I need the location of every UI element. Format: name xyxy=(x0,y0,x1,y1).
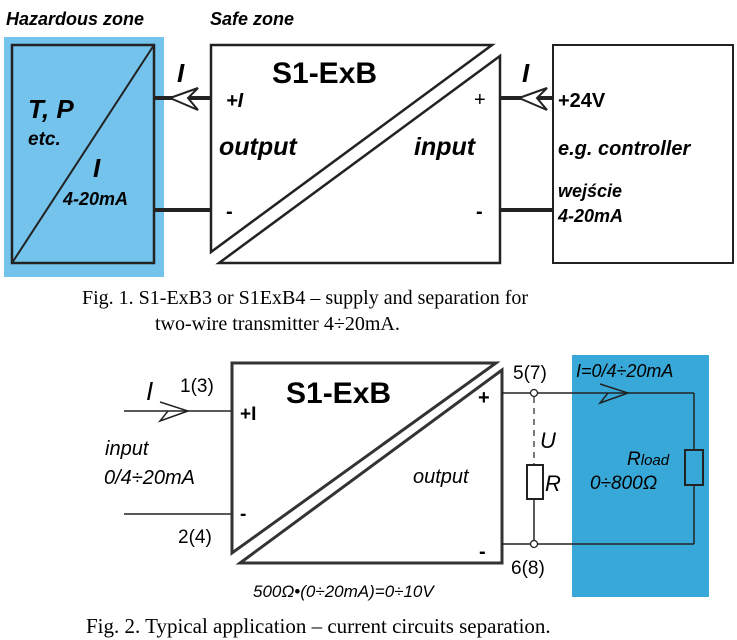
formula: 500Ω•(0÷20mA)=0÷10V xyxy=(253,582,435,601)
terminal-6-8: 6(8) xyxy=(511,558,545,579)
resistor-r-icon xyxy=(526,464,544,500)
s1-exb-box-fig1 xyxy=(209,43,502,265)
safe-zone-label: Safe zone xyxy=(210,9,294,29)
arrow-left-icon xyxy=(167,87,199,111)
sensor-current: I xyxy=(93,153,101,183)
input-label: input xyxy=(105,438,150,460)
plus-i-label: +I xyxy=(226,90,244,112)
output-label-fig2: output xyxy=(413,466,470,488)
figure-1: Hazardous zone Safe zone T, P etc. I 4-2… xyxy=(4,9,734,335)
figure-2: I 1(3) 2(4) input 0/4÷20mA S1-ExB +I - o… xyxy=(86,355,709,638)
sensor-box xyxy=(10,43,156,265)
plus-i-label-fig2: +I xyxy=(240,404,256,425)
minus-left-label: - xyxy=(226,201,233,223)
arrow-right-icon xyxy=(516,87,548,111)
terminal-plus-node xyxy=(529,388,539,398)
voltage-label: U xyxy=(540,428,556,453)
fig2-caption: Fig. 2. Typical application – current ci… xyxy=(86,614,551,638)
terminal-2-4: 2(4) xyxy=(178,527,212,548)
hazardous-zone-label: Hazardous zone xyxy=(6,9,144,29)
device-title: S1-ExB xyxy=(272,57,377,90)
current-right: I xyxy=(522,58,530,88)
input-current: I xyxy=(146,376,153,406)
s1-exb-box-fig2 xyxy=(230,361,504,565)
load-range: 0÷800Ω xyxy=(590,473,657,494)
load-current: I=0/4÷20mA xyxy=(576,361,673,381)
sensor-diagonal xyxy=(11,44,155,264)
terminal-1-3: 1(3) xyxy=(180,376,214,397)
terminal-minus-node xyxy=(529,539,539,549)
resistor-load-icon xyxy=(684,449,704,486)
controller-range: 4-20mA xyxy=(557,206,623,226)
plus-right-fig2: + xyxy=(478,387,490,409)
plus-right-label: + xyxy=(474,89,486,111)
controller-input-label: wejście xyxy=(558,181,622,201)
arrow-input-icon xyxy=(157,401,191,423)
controller-label: e.g. controller xyxy=(558,138,691,160)
hazardous-zone-area xyxy=(4,37,164,277)
minus-right-fig2: - xyxy=(479,541,486,563)
sensor-etc: etc. xyxy=(28,129,61,150)
minus-right-label: - xyxy=(476,201,483,223)
load-name: Rload xyxy=(627,449,670,470)
input-range: 0/4÷20mA xyxy=(104,467,195,489)
fig1-caption-line1: Fig. 1. S1-ExB3 or S1ExB4 – supply and s… xyxy=(82,287,528,309)
controller-box xyxy=(552,44,734,264)
sensor-range: 4-20mA xyxy=(62,189,128,209)
terminal-5-7: 5(7) xyxy=(513,363,547,384)
minus-left-fig2: - xyxy=(240,504,246,525)
sensor-label: T, P xyxy=(28,94,74,124)
input-label: input xyxy=(414,133,477,161)
current-left: I xyxy=(177,58,185,88)
device-title-fig2: S1-ExB xyxy=(286,377,391,410)
output-label: output xyxy=(219,133,298,161)
arrow-output-icon xyxy=(597,383,631,405)
fig1-caption-line2: two-wire transmitter 4÷20mA. xyxy=(155,313,400,335)
resistor-label: R xyxy=(545,471,561,496)
supply-label: +24V xyxy=(558,90,606,112)
